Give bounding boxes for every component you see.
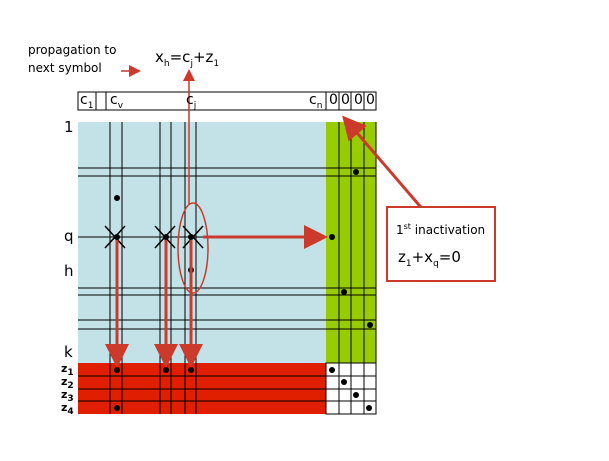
c1-sub: 1 — [87, 100, 94, 111]
title-sup: st — [403, 222, 411, 231]
dot — [341, 289, 347, 295]
header-cn: cn — [309, 92, 322, 111]
header-cj: cj — [186, 92, 196, 111]
c1-base: c — [80, 92, 88, 108]
matrix-body — [78, 122, 326, 363]
formula-x-sub: h — [163, 59, 170, 69]
dot — [366, 405, 372, 411]
title-num: 1 — [396, 223, 404, 237]
zero-3: 0 — [354, 92, 363, 108]
cn-base: c — [309, 92, 317, 108]
dot — [188, 367, 194, 373]
cn-sub: n — [316, 100, 323, 111]
dot — [353, 392, 359, 398]
cj-sub: j — [193, 100, 197, 111]
thin-arrows — [121, 65, 195, 205]
inactivation-arrow — [342, 115, 427, 213]
row-label-q: q — [64, 227, 74, 245]
z-label-1: z1 — [61, 362, 74, 378]
z1-base: z — [61, 362, 68, 375]
inactivation-callout: 1st inactivation z1+xq=0 — [386, 206, 496, 282]
caption-line2: next symbol — [28, 61, 102, 75]
zero-2: 0 — [341, 92, 350, 108]
dot — [353, 169, 359, 175]
z3-base: z — [61, 388, 68, 401]
z-label-2: z2 — [61, 375, 74, 391]
dot — [329, 367, 335, 373]
formula-x: x — [155, 48, 164, 66]
highlight-ellipse — [177, 202, 209, 294]
formula-c-sub: j — [190, 59, 193, 69]
dot — [367, 322, 373, 328]
arrows — [105, 115, 427, 368]
z4-base: z — [61, 401, 68, 414]
eq-z-sub: 1 — [405, 259, 412, 269]
eq-plus: +x — [411, 248, 434, 266]
z-label-3: z3 — [61, 388, 74, 404]
eq-z: z — [398, 248, 406, 266]
dot — [114, 405, 120, 411]
dot — [163, 367, 169, 373]
header-c1: c1 — [80, 92, 93, 111]
row-label-k: k — [64, 343, 73, 361]
row-label-h: h — [64, 262, 74, 280]
dot — [329, 234, 335, 240]
z1-sub: 1 — [67, 368, 74, 379]
cj-base: c — [186, 92, 194, 108]
z-label-4: z4 — [61, 401, 74, 417]
cv-sub: v — [117, 100, 124, 111]
formula-eq: =c — [169, 48, 191, 66]
formula-z-sub: 1 — [213, 59, 220, 69]
eq-x-sub: q — [433, 259, 439, 269]
eq-rest: =0 — [438, 248, 461, 266]
cv-base: c — [110, 92, 118, 108]
title-rest: inactivation — [410, 223, 486, 237]
dot — [114, 367, 120, 373]
inactivation-title: 1st inactivation — [396, 222, 485, 237]
zero-4: 0 — [366, 92, 375, 108]
row-label-1: 1 — [64, 118, 74, 136]
dot — [114, 195, 120, 201]
matrix-row-lines — [78, 167, 376, 402]
caption-formula: xh=cj+z1 — [155, 48, 219, 69]
header-cv: cv — [110, 92, 123, 111]
inactivation-equation: z1+xq=0 — [398, 248, 461, 269]
formula-plus: +z — [192, 48, 214, 66]
zero-1: 0 — [329, 92, 338, 108]
caption-line1: propagation to — [28, 43, 117, 57]
z2-sub: 2 — [67, 381, 74, 392]
z4-sub: 4 — [67, 407, 74, 418]
z2-base: z — [61, 375, 68, 388]
dot — [341, 379, 347, 385]
z3-sub: 3 — [67, 394, 74, 405]
